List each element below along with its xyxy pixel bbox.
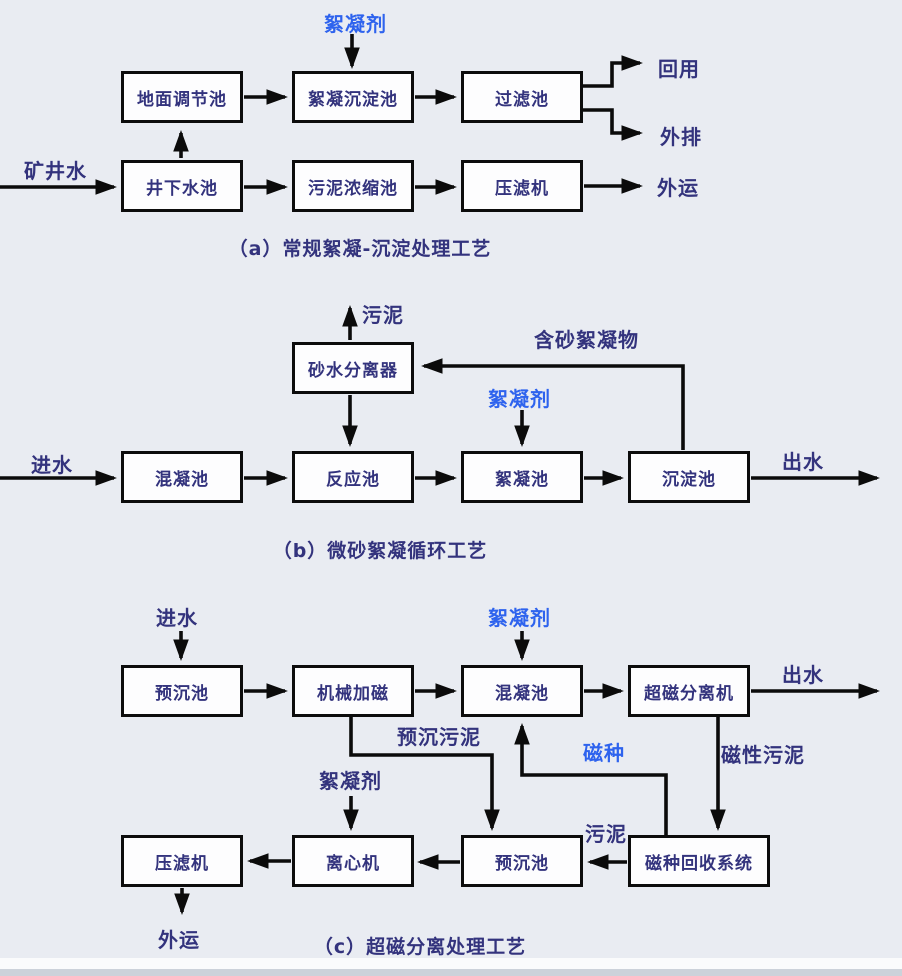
footer-gray-band (0, 969, 902, 976)
arrows-section-a (0, 34, 643, 195)
caption-c: （c）超磁分离处理工艺 (313, 936, 527, 958)
box-sand-water-separator: 砂水分离器 (292, 342, 414, 394)
box-pre-sedimentation-pool-bottom: 预沉池 (461, 835, 583, 887)
box-reaction-pool: 反应池 (292, 451, 414, 503)
box-ground-regulating-pool: 地面调节池 (121, 71, 243, 123)
box-flocculation-pool: 絮凝池 (461, 451, 583, 503)
label-outflow-b: 出水 (782, 450, 824, 474)
arrow-filterpool-to-reuse (583, 55, 643, 88)
box-sludge-thickening-pool: 污泥浓缩池 (292, 160, 414, 212)
box-flocculation-sedimentation-pool: 絮凝沉淀池 (292, 71, 414, 123)
arrows-section-b (0, 305, 880, 486)
label-inflow-b: 进水 (31, 453, 73, 477)
box-magnetic-seed-recovery: 磁种回收系统 (628, 835, 770, 887)
box-centrifuge: 离心机 (292, 835, 414, 887)
label-flocculant-b: 絮凝剂 (488, 387, 551, 411)
label-mine-water: 矿井水 (24, 159, 87, 183)
label-flocculant-a: 絮凝剂 (324, 12, 387, 36)
label-inflow-c: 进水 (156, 606, 198, 630)
arrow-magseed-return-path (514, 723, 668, 835)
box-filter-press-c: 压滤机 (121, 835, 243, 887)
label-pre-sed-sludge: 预沉污泥 (397, 725, 481, 749)
label-transport-out-a: 外运 (657, 176, 699, 200)
label-reuse: 回用 (658, 57, 700, 81)
label-sludge-b: 污泥 (362, 303, 404, 327)
label-transport-out-c: 外运 (158, 928, 200, 952)
box-sedimentation-pool: 沉淀池 (628, 451, 750, 503)
box-filter-press-a: 压滤机 (461, 160, 583, 212)
label-external-discharge: 外排 (660, 125, 702, 149)
box-coagulation-pool-c: 混凝池 (461, 665, 583, 717)
label-flocculant-c-top: 絮凝剂 (488, 606, 551, 630)
label-sludge-c: 污泥 (585, 822, 627, 846)
arrow-presed-sludge-path (349, 717, 500, 831)
arrow-filterpool-to-discharge (583, 108, 643, 141)
box-pre-sedimentation-pool-top: 预沉池 (121, 665, 243, 717)
arrow-sandfloc-recycle (421, 358, 685, 450)
box-coagulation-pool-b: 混凝池 (121, 451, 243, 503)
label-magnetic-seed: 磁种 (583, 741, 625, 765)
label-magnetic-sludge: 磁性污泥 (721, 743, 805, 767)
label-sand-floc: 含砂絮凝物 (534, 328, 639, 352)
box-underground-water-pool: 井下水池 (121, 160, 243, 212)
box-filter-pool: 过滤池 (461, 71, 583, 123)
box-supermag-separator: 超磁分离机 (628, 665, 750, 717)
caption-a: （a）常规絮凝-沉淀处理工艺 (228, 238, 492, 260)
label-outflow-c: 出水 (782, 663, 824, 687)
box-mechanical-magnetizer: 机械加磁 (292, 665, 414, 717)
footer-white-strip (0, 958, 902, 969)
caption-b: （b）微砂絮凝循环工艺 (272, 540, 488, 562)
arrows-section-c (173, 631, 880, 915)
label-flocculant-c-bottom: 絮凝剂 (319, 769, 382, 793)
